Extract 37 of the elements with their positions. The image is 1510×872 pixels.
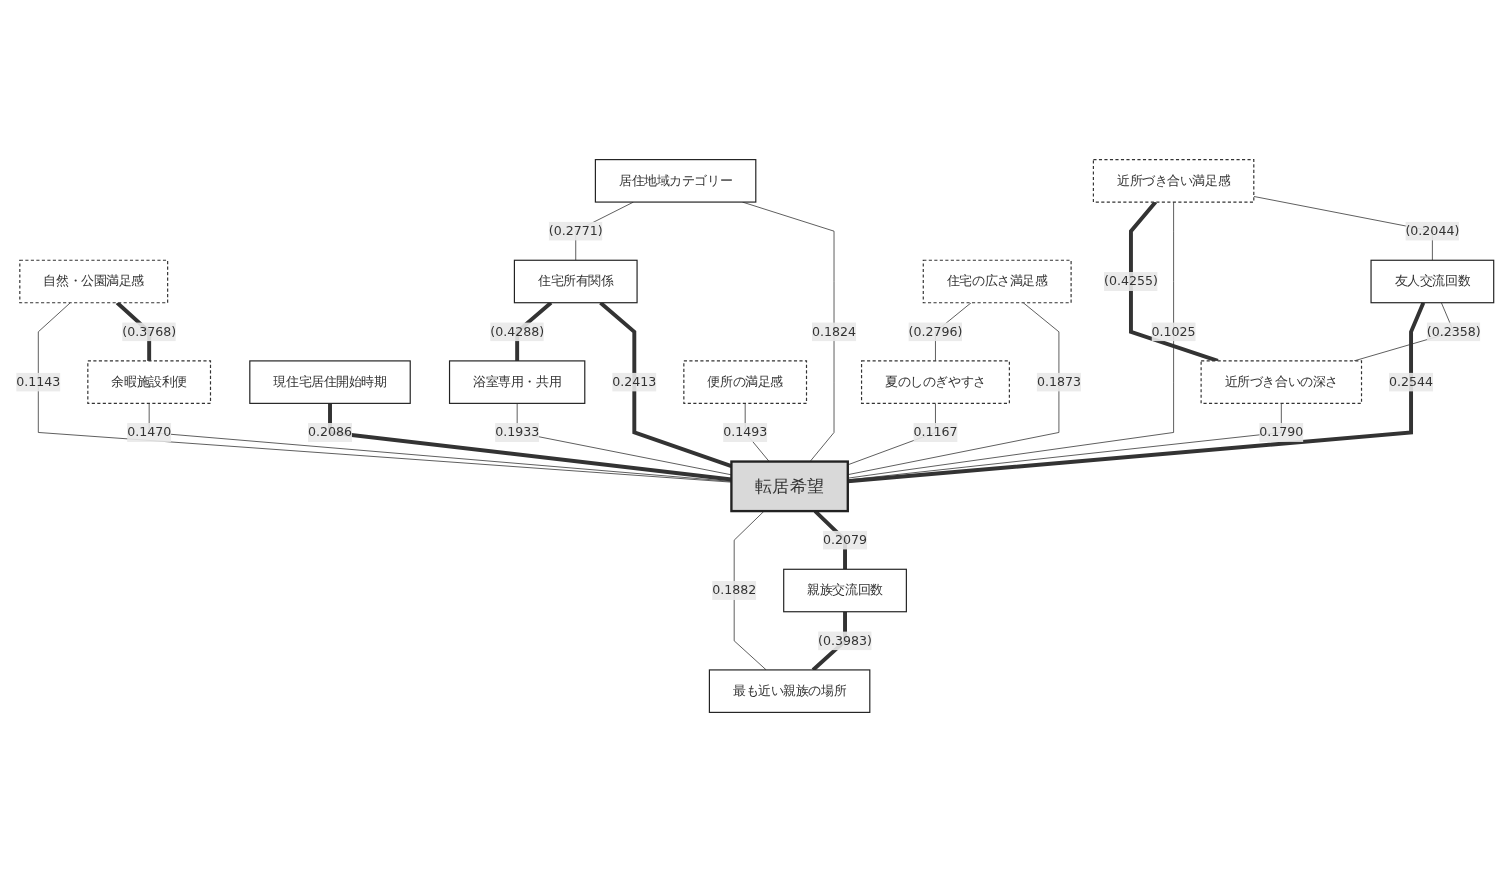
edge-label: 0.1882 xyxy=(712,582,757,598)
edge-label: (0.2771) xyxy=(548,223,603,239)
edge-label: 0.1873 xyxy=(1036,374,1081,390)
node-box: 自然・公園満足感 xyxy=(19,259,169,304)
node-box: 居住地域カテゴリー xyxy=(594,159,757,203)
node-box: 親族交流回数 xyxy=(783,568,907,613)
edge-label: 0.1790 xyxy=(1259,424,1304,440)
edge-label: (0.2796) xyxy=(908,323,963,339)
edge-label: 0.1143 xyxy=(16,374,61,390)
node-box: 現住宅居住開始時期 xyxy=(249,360,411,404)
edge-label: 0.2086 xyxy=(308,424,353,440)
edge-label: 0.2079 xyxy=(823,532,868,548)
edge-label: (0.4288) xyxy=(490,323,545,339)
edge-label: 0.1493 xyxy=(723,424,768,440)
edge-label: (0.2358) xyxy=(1426,323,1481,339)
edge-label: (0.3983) xyxy=(818,632,872,648)
edge-label: (0.4255) xyxy=(1104,273,1158,289)
edge-label: 0.1025 xyxy=(1151,323,1196,339)
edge-label: (0.2044) xyxy=(1405,223,1460,239)
node-box: 浴室専用・共用 xyxy=(448,360,586,404)
node-box: 住宅の広さ満足感 xyxy=(922,259,1072,304)
edge-label: (0.3768) xyxy=(122,323,177,339)
edge-label: 0.1470 xyxy=(127,424,172,440)
node-box: 最も近い親族の場所 xyxy=(708,669,871,713)
node-box: 住宅所有関係 xyxy=(513,259,638,304)
edge-label: 0.1167 xyxy=(913,424,958,440)
edge-label: 0.1824 xyxy=(812,323,857,339)
node-box: 転居希望 xyxy=(730,460,849,513)
edge-label: 0.1933 xyxy=(495,424,540,440)
node-box: 余暇施設利便 xyxy=(87,360,212,404)
edge-label: 0.2413 xyxy=(612,374,657,390)
node-box: 夏のしのぎやすさ xyxy=(860,360,1010,404)
node-box: 近所づき合い満足感 xyxy=(1092,159,1255,203)
edge-label: 0.2544 xyxy=(1389,374,1434,390)
node-box: 便所の満足感 xyxy=(683,360,808,404)
node-box: 友人交流回数 xyxy=(1370,259,1495,304)
node-box: 近所づき合いの深さ xyxy=(1200,360,1363,404)
